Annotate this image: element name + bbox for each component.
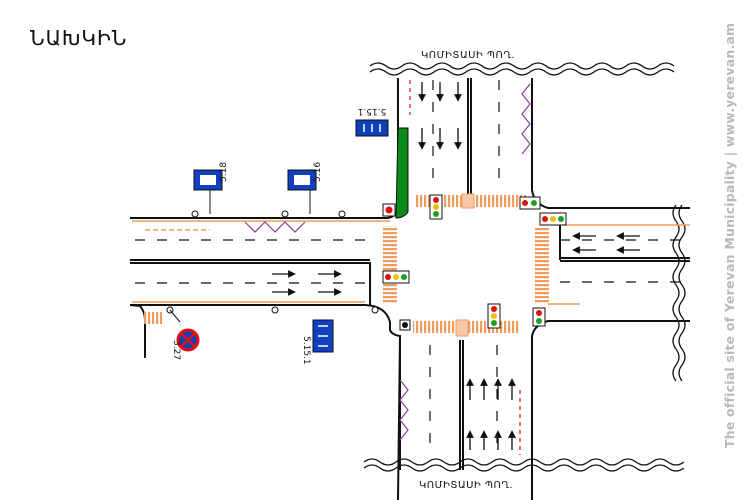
lane-markings — [135, 80, 690, 455]
break-lines — [363, 62, 686, 472]
sign-north-code: 5.15.1 — [358, 106, 387, 116]
page-title: ՆԱԽԿԻՆ — [30, 26, 128, 50]
traffic-light — [429, 194, 443, 220]
traffic-light — [382, 270, 410, 284]
curb-lines — [132, 220, 690, 305]
sign-north: 5.15.1 — [355, 106, 389, 137]
watermark: The official site of Yerevan Municipalit… — [722, 22, 737, 448]
sign-noparking: 3.27 — [169, 309, 200, 360]
traffic-light — [532, 307, 546, 327]
traffic-light — [399, 319, 411, 331]
west-stub — [129, 78, 690, 470]
traffic-light — [382, 203, 396, 217]
sign-bus-2: 5.16 — [287, 162, 323, 214]
green-island — [395, 127, 409, 219]
red-dash-lines — [409, 80, 521, 455]
sign-noparking-code: 3.27 — [171, 340, 181, 360]
traffic-light — [487, 303, 501, 329]
sign-south: 5.15.1 — [301, 319, 334, 365]
sign-bus-1: 5.18 — [193, 162, 229, 214]
traffic-lights — [382, 194, 567, 331]
traffic-light — [539, 212, 567, 226]
barriers — [244, 83, 531, 441]
street-name-south: ԿՈՄԻՏԱՍԻ ՊՈՂ. — [419, 480, 513, 491]
traffic-light — [519, 196, 541, 210]
lane-arrows — [272, 82, 640, 450]
sign-bus-2-code: 5.16 — [313, 162, 323, 182]
sign-south-code: 5.15.1 — [301, 336, 311, 365]
road-edges — [130, 78, 690, 500]
street-name-north: ԿՈՄԻՏԱՍԻ ՊՈՂ. — [421, 50, 515, 61]
sign-bus-1-code: 5.18 — [219, 162, 229, 182]
